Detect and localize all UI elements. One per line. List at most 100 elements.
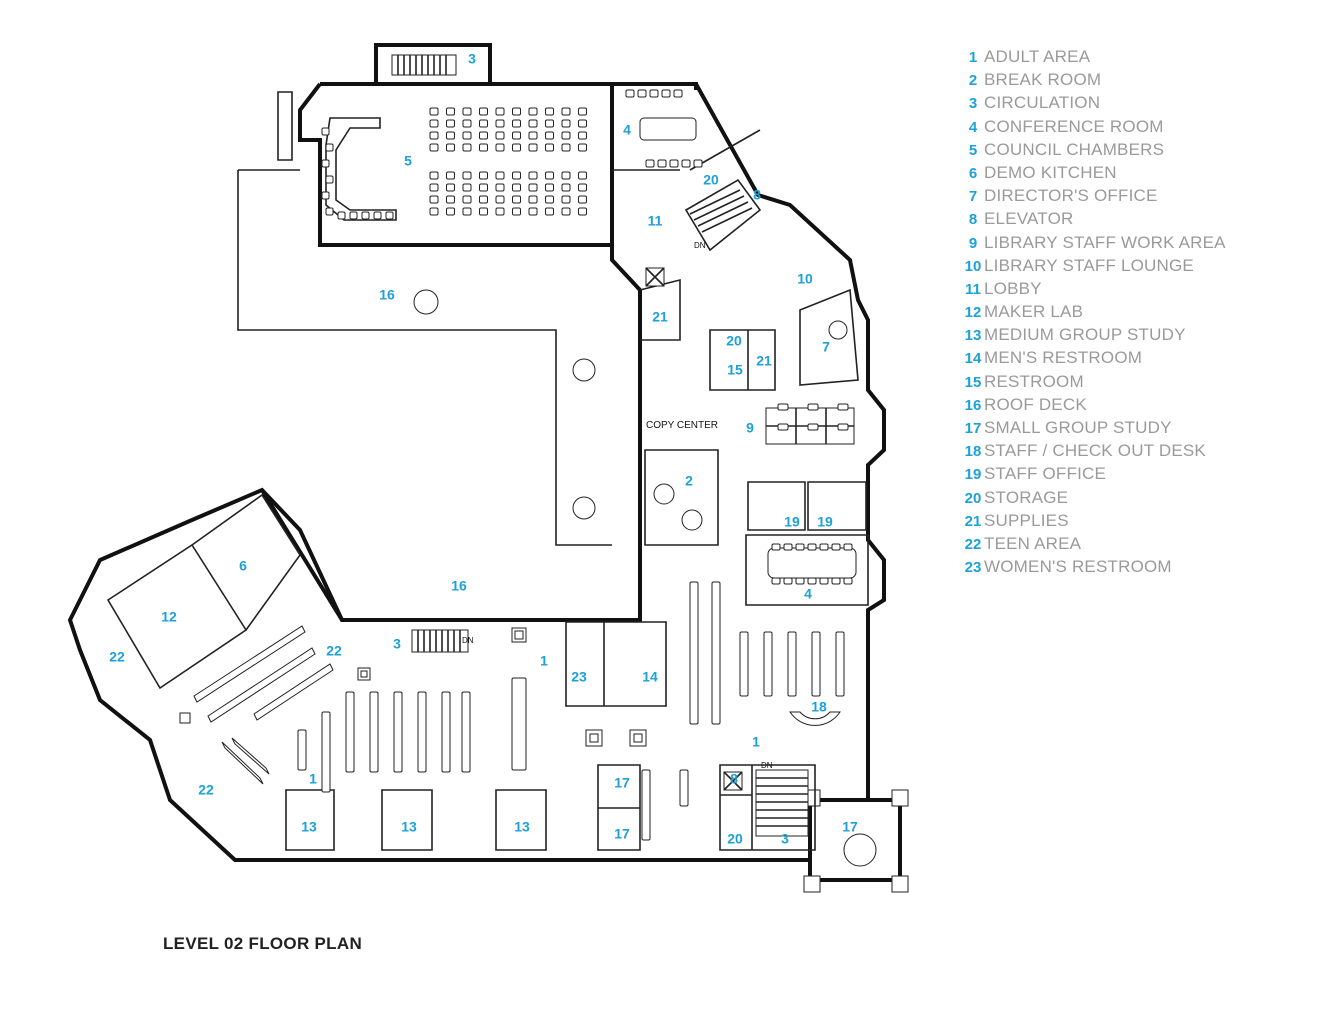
chair [429,143,439,152]
legend-number: 13 [964,327,982,345]
shelf [321,711,331,793]
chair [545,143,554,152]
chair [807,543,817,551]
chair [528,131,538,140]
chair [512,183,521,192]
chair [578,143,587,152]
room-number: 13 [401,819,417,835]
chair [657,159,667,168]
chair [578,131,587,140]
shelf [835,631,845,697]
chair [673,89,683,98]
chair [325,175,334,184]
chair [479,183,488,192]
legend-item: 9 LIBRARY STAFF WORK AREA [962,231,1302,254]
legend-label: TEEN AREA [984,533,1082,553]
chair [429,107,439,116]
chair [446,171,455,180]
room-number: 8 [753,187,761,203]
chair [429,119,439,128]
chair [637,89,647,98]
chair [321,191,330,200]
legend-label: LIBRARY STAFF WORK AREA [984,232,1226,252]
shelf [511,677,527,771]
chair [528,107,538,116]
chair [819,543,829,551]
chair [479,131,488,140]
legend-label: LIBRARY STAFF LOUNGE [984,255,1194,275]
chair [479,107,488,116]
chair [373,211,382,220]
chair [545,171,554,180]
room-number: 4 [804,586,812,602]
chair [446,207,455,216]
legend-number: 14 [964,350,982,368]
shelf [461,691,471,773]
shelf [711,581,721,725]
chair [795,543,805,551]
chair [561,119,571,128]
room-number: 3 [468,51,476,67]
shelf [393,691,403,773]
legend-number: 20 [964,489,982,507]
room-number: 19 [817,514,833,530]
shelf [193,625,306,703]
legend-number: 9 [968,234,978,252]
room-number: 20 [703,172,719,188]
legend-number: 1 [968,49,978,66]
chair [545,207,554,216]
legend-number: 18 [964,443,982,461]
shelf [641,769,651,841]
room-number: 13 [301,819,317,835]
chair [337,211,346,220]
chair [479,143,488,152]
chair [807,423,819,431]
legend-label: ELEVATOR [984,209,1074,229]
chair [693,159,703,168]
chair [446,119,455,128]
shelf [253,663,334,721]
chair [495,131,505,140]
chair [807,403,819,411]
room-number: 13 [514,819,530,835]
room-number: 8 [730,771,738,787]
room-number: 12 [161,609,177,625]
shelf [231,737,270,775]
legend-label: MEN'S RESTROOM [984,348,1143,368]
shelf [207,647,316,723]
legend-number: 23 [964,559,982,577]
room-number: 11 [648,213,663,229]
chair [561,195,571,204]
chair [512,143,521,152]
chair [349,211,358,220]
chair [545,131,554,140]
room-number: 20 [726,333,742,349]
legend-label: BREAK ROOM [984,70,1102,90]
legend-label: MEDIUM GROUP STUDY [984,325,1186,345]
chair [512,107,521,116]
council-seating [325,117,397,221]
legend-number: 4 [968,118,978,136]
chair [321,159,330,168]
room-number: 18 [811,699,827,715]
chair [561,207,571,216]
chair [325,143,334,152]
room-number: 9 [746,420,754,436]
legend-label: STAFF / CHECK OUT DESK [984,441,1206,461]
legend-number: 8 [968,211,978,229]
interior-walls [106,129,869,851]
chair [843,577,853,585]
chair [446,131,455,140]
